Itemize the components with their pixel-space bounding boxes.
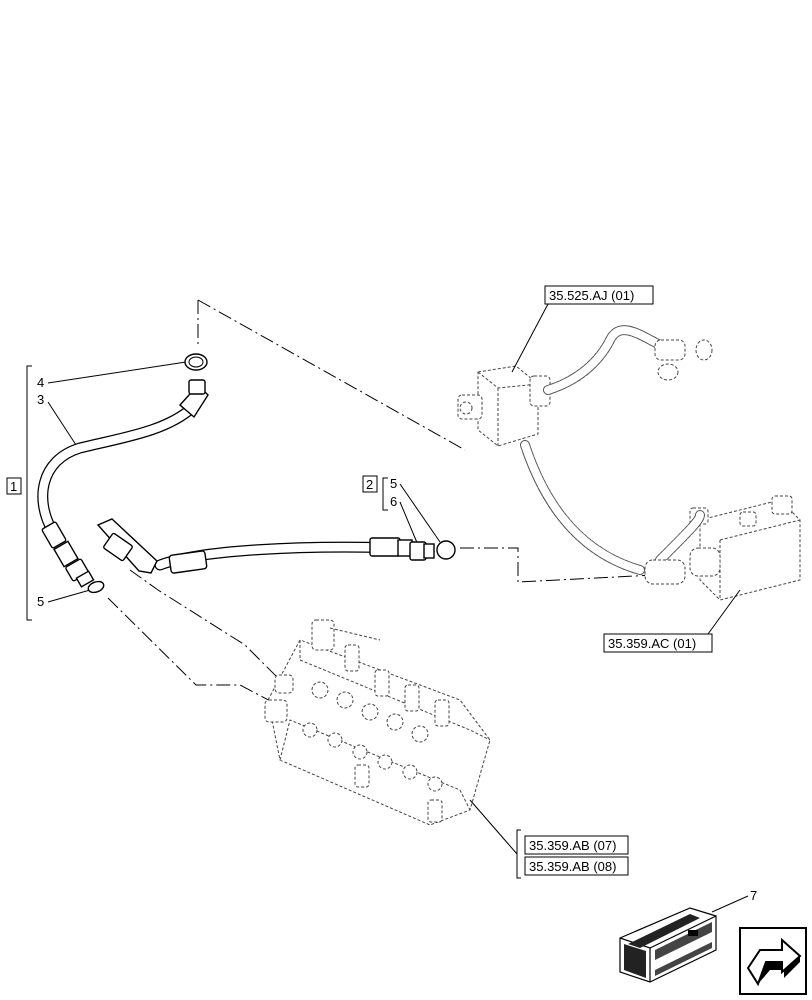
hose-middle[interactable]: [96, 518, 413, 574]
callout-5-left: 5: [37, 594, 44, 609]
o-ring-5-left[interactable]: [87, 580, 105, 595]
callout-3: 3: [37, 392, 44, 407]
callout-1: 1: [10, 479, 17, 494]
kit-box-icon[interactable]: [619, 907, 717, 983]
o-ring-4[interactable]: [184, 353, 208, 371]
svg-text:35.525.AJ (01): 35.525.AJ (01): [549, 288, 634, 303]
o-ring-5-right[interactable]: [436, 540, 456, 560]
hose-3[interactable]: [37, 379, 209, 588]
connection-lines: [107, 299, 656, 706]
group-bracket-1: 1: [6, 365, 32, 621]
svg-text:35.359.AC (01): 35.359.AC (01): [608, 636, 696, 651]
svg-text:35.359.AB (08): 35.359.AB (08): [529, 859, 616, 874]
svg-text:35.359.AB (07): 35.359.AB (07): [529, 838, 616, 853]
ref-35-359-ab-08[interactable]: 35.359.AB (08): [524, 856, 629, 876]
next-page-arrow-icon[interactable]: [739, 927, 807, 995]
ref-35-359-ab-group: [469, 799, 521, 879]
callout-box-1[interactable]: [6, 477, 22, 495]
valve-block-ghost-upper: [457, 325, 713, 575]
control-valve-body-ghost: [264, 619, 491, 826]
callout-5-right: 5: [390, 476, 397, 491]
group-bracket-2: 2: [362, 475, 388, 511]
ref-35-359-ab-07[interactable]: 35.359.AB (07): [524, 835, 629, 855]
ref-35-525-aj[interactable]: 35.525.AJ (01): [511, 285, 654, 373]
callout-7: 7: [750, 888, 757, 903]
callout-6: 6: [390, 494, 397, 509]
ref-35-359-ac[interactable]: 35.359.AC (01): [603, 589, 741, 653]
callout-2: 2: [366, 477, 373, 492]
valve-block-ghost-right: [644, 495, 801, 601]
adapter-fitting-6[interactable]: [409, 541, 435, 561]
callout-box-2[interactable]: [362, 475, 378, 493]
callout-4: 4: [37, 375, 44, 390]
